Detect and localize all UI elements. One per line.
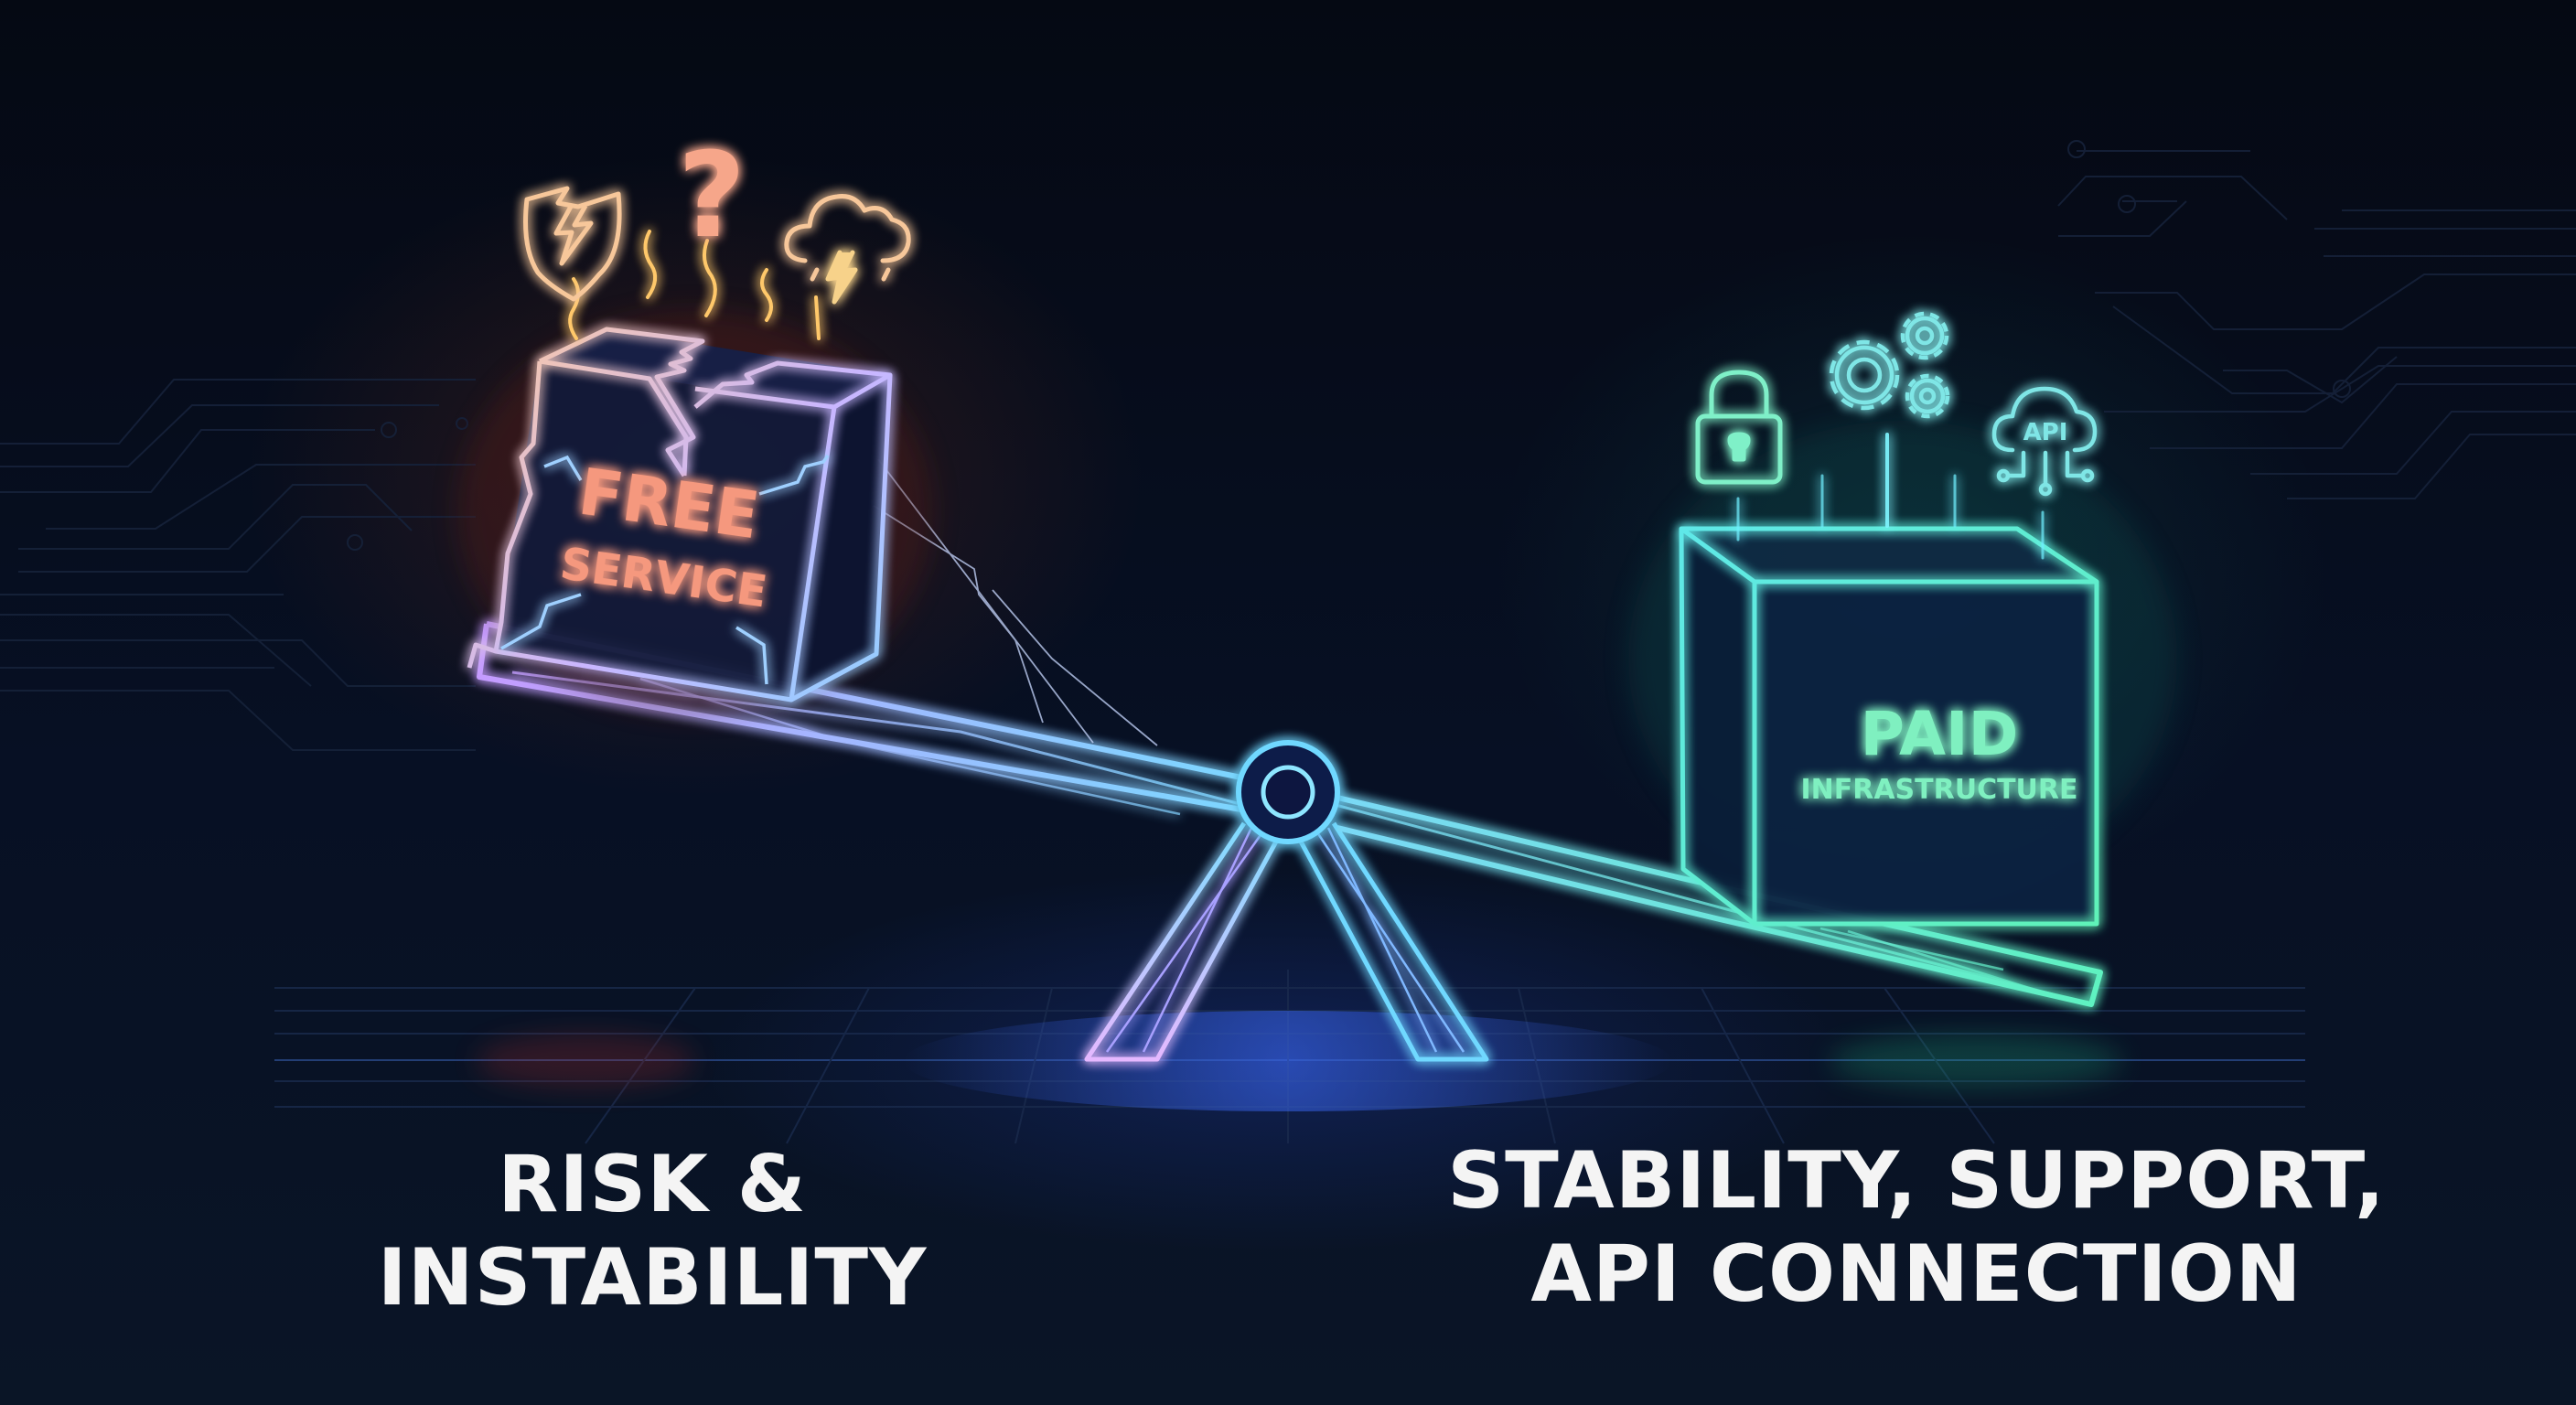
fire-wisps xyxy=(568,230,821,340)
svg-text:?: ? xyxy=(678,128,746,264)
fulcrum-pivot xyxy=(1236,740,1340,844)
padlock-icon xyxy=(1695,370,1783,485)
fulcrum-stand xyxy=(1084,821,1489,1062)
circuit-traces-left xyxy=(0,379,476,751)
stability-label-line1: STABILITY, SUPPORT, xyxy=(1447,1135,2386,1227)
broken-shield-icon xyxy=(523,186,622,302)
gears-icon xyxy=(1829,311,1950,419)
free-service-box: FREE SERVICE xyxy=(457,311,933,713)
risk-label-line2: INSTABILITY xyxy=(377,1232,928,1324)
light-rays xyxy=(1736,433,2045,560)
risk-label-line1: RISK & xyxy=(498,1139,807,1230)
paid-box-subtitle: INFRASTRUCTURE xyxy=(1800,774,2077,806)
svg-text:API: API xyxy=(2023,419,2068,446)
storm-cloud-icon xyxy=(784,194,911,305)
stability-support-label: STABILITY, SUPPORT, API CONNECTION xyxy=(1427,1134,2406,1321)
api-cloud-icon: API xyxy=(1991,386,2098,497)
question-mark-icon: ? xyxy=(678,128,746,264)
paid-infrastructure-box: PAID INFRASTRUCTURE xyxy=(1628,421,2177,927)
circuit-traces-right xyxy=(2057,140,2576,499)
paid-box-title: PAID xyxy=(1861,699,2019,769)
risk-instability-label: RISK & INSTABILITY xyxy=(332,1138,972,1325)
floor-glow xyxy=(904,1011,1672,1111)
stability-label-line2: API CONNECTION xyxy=(1530,1228,2302,1320)
